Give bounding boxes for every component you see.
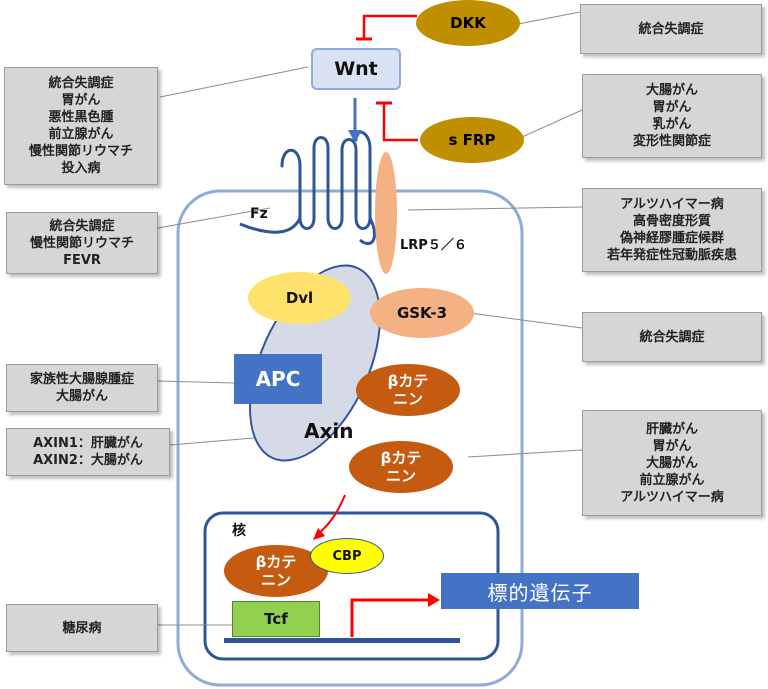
target-gene-label: 標的遺伝子: [487, 580, 593, 605]
frizzled-receptor: [280, 130, 372, 230]
fz-label: Fz: [250, 206, 268, 222]
axin-label: Axin: [304, 419, 354, 443]
callout-lrp-line: 偽神経膠腫症候群: [619, 231, 724, 246]
callout-wnt: 統合失調症 胃がん 悪性黒色腫 前立腺がん 慢性関節リウマチ 投入病: [4, 67, 158, 185]
dvl-label: Dvl: [285, 289, 314, 307]
callout-tcf-line: 糖尿病: [62, 620, 102, 636]
wnt-label: Wnt: [334, 58, 378, 80]
callout-sfrp: 大腸がん 胃がん 乳がん 変形性関節症: [582, 74, 762, 158]
tcf-node: Tcf: [232, 601, 320, 637]
beta-catenin-1-line-1: βカテ: [387, 372, 429, 390]
apc-node: APC: [234, 354, 322, 404]
target-gene-box: 標的遺伝子: [441, 573, 639, 609]
callout-beta-catenin-line: 前立腺がん: [639, 472, 705, 488]
cbp-label: CBP: [332, 548, 362, 564]
callout-lrp-line: 若年発症性冠動脈疾患: [606, 248, 737, 263]
beta-catenin-2-line-2: ニン: [385, 467, 416, 485]
cbp-node: CBP: [310, 538, 384, 574]
callout-lrp-line: 高骨密度形質: [632, 214, 711, 229]
callout-gsk3: 統合失調症: [582, 312, 762, 362]
callout-beta-catenin-line: 大腸がん: [645, 455, 698, 471]
callout-sfrp-line: 変形性関節症: [632, 134, 711, 149]
callout-gsk3-line: 統合失調症: [639, 329, 705, 345]
callout-axin-line: AXIN1：肝臓がん: [33, 436, 143, 451]
gsk3-label: GSK-3: [396, 304, 448, 322]
beta-catenin-node-2: βカテ ニン: [349, 441, 453, 493]
gsk3-node: GSK-3: [370, 288, 474, 338]
callout-apc-line: 家族性大腸腺腫症: [29, 372, 134, 387]
callout-wnt-line: 悪性黒色腫: [48, 110, 114, 125]
callout-axin: AXIN1：肝臓がん AXIN2：大腸がん: [6, 428, 170, 476]
callout-axin-line: AXIN2：大腸がん: [33, 453, 143, 468]
callout-wnt-line: 前立腺がん: [48, 127, 114, 142]
callout-wnt-line: 統合失調症: [48, 76, 114, 91]
callout-apc: 家族性大腸腺腫症 大腸がん: [6, 364, 158, 412]
callout-sfrp-line: 大腸がん: [645, 83, 698, 98]
callout-wnt-line: 慢性関節リウマチ: [28, 144, 133, 159]
beta-catenin-1-line-2: ニン: [392, 390, 423, 408]
nucleus-label: 核: [232, 523, 246, 539]
cell-membrane: [176, 189, 524, 687]
lrp-receptor: [375, 152, 397, 274]
nucleus-beta-catenin-line-2: ニン: [260, 571, 291, 589]
callout-tcf: 糖尿病: [6, 604, 158, 652]
callout-sfrp-line: 乳がん: [652, 117, 692, 132]
callout-fz: 統合失調症 慢性関節リウマチ FEVR: [6, 212, 158, 274]
callout-lrp: アルツハイマー病 高骨密度形質 偽神経膠腫症候群 若年発症性冠動脈疾患: [582, 188, 762, 272]
callout-fz-line: 慢性関節リウマチ: [29, 235, 134, 251]
wnt-node: Wnt: [311, 48, 401, 90]
dkk-label: DKK: [450, 14, 486, 32]
callout-beta-catenin-line: アルツハイマー病: [620, 489, 724, 505]
tcf-label: Tcf: [264, 610, 288, 628]
callout-fz-line: FEVR: [63, 252, 101, 268]
sfrp-node: s FRP: [420, 117, 524, 163]
lrp-label: LRP５／６: [400, 238, 467, 253]
beta-catenin-2-line-1: βカテ: [380, 449, 422, 467]
nucleus-beta-catenin-line-1: βカテ: [255, 553, 297, 571]
callout-beta-catenin: 肝臓がん 胃がん 大腸がん 前立腺がん アルツハイマー病: [582, 410, 762, 516]
callout-beta-catenin-line: 肝臓がん: [645, 421, 698, 437]
sfrp-label: s FRP: [448, 131, 496, 149]
callout-dkk: 統合失調症: [580, 4, 762, 54]
callout-fz-line: 統合失調症: [49, 218, 115, 234]
callout-apc-line: 大腸がん: [55, 389, 108, 404]
callout-beta-catenin-line: 胃がん: [652, 438, 692, 454]
callout-dkk-line: 統合失調症: [638, 21, 704, 37]
beta-catenin-node-1: βカテ ニン: [356, 364, 460, 416]
callout-lrp-line: アルツハイマー病: [620, 197, 724, 212]
callout-wnt-line: 投入病: [61, 161, 101, 176]
callout-sfrp-line: 胃がん: [652, 100, 692, 115]
apc-label: APC: [255, 367, 301, 391]
dna-bar: [224, 638, 460, 643]
dkk-node: DKK: [416, 0, 520, 46]
dvl-node: Dvl: [248, 272, 351, 324]
callout-wnt-line: 胃がん: [61, 93, 101, 108]
nucleus-beta-catenin-node: βカテ ニン: [224, 545, 328, 597]
